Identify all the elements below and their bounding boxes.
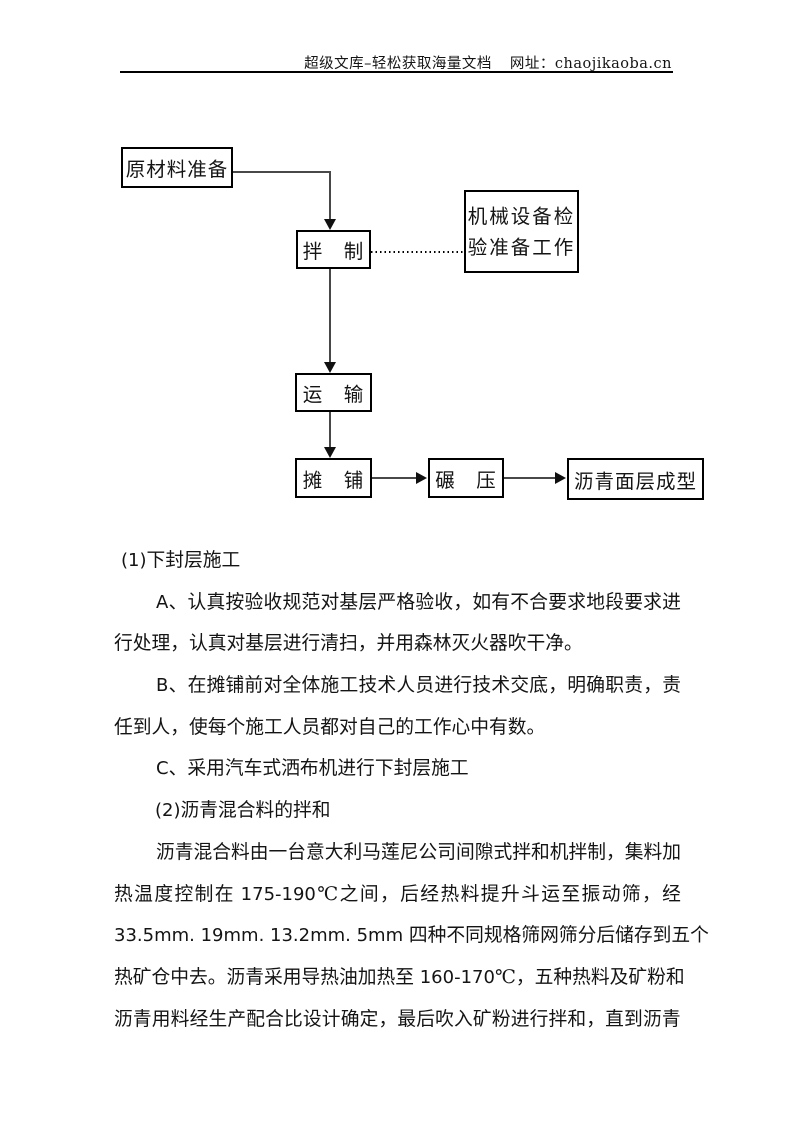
flow-node-forming: 沥青面层成型 [567, 458, 704, 500]
connector-raw-to-mixing-horizontal [233, 171, 331, 173]
text-line: C、采用汽车式洒布机进行下封层施工 [156, 758, 469, 780]
connector-mixing-to-transport [329, 269, 331, 362]
flow-node-paving-label: 摊 铺 [302, 468, 365, 492]
flow-node-mixing-label: 拌 制 [302, 240, 365, 263]
arrow-down-icon [324, 362, 336, 373]
header-url-label: 网址：chaojikaoba.cn [509, 56, 672, 72]
connector-mixing-to-equipment-dotted [371, 251, 464, 253]
flow-node-transport: 运 输 [295, 373, 372, 412]
text-line: B、在摊铺前对全体施工技术人员进行技术交底，明确职责，责 [156, 675, 681, 697]
connector-paving-to-rolling [372, 477, 416, 479]
connector-transport-to-paving [329, 412, 331, 447]
text-line: 沥青用料经生产配合比设计确定，最后吹入矿粉进行拌和，直到沥青 [114, 1008, 681, 1030]
text-line: 热矿仓中去。沥青采用导热油加热至 160-170℃，五种热料及矿粉和 [114, 966, 685, 988]
connector-rolling-to-forming [504, 477, 555, 479]
arrow-down-icon [324, 219, 336, 230]
flow-node-raw-material-label: 原材料准备 [125, 158, 229, 181]
text-line: (2)沥青混合料的拌和 [155, 800, 331, 822]
arrow-right-icon [555, 472, 566, 484]
text-line: 行处理，认真对基层进行清扫，并用森林灭火器吹干净。 [114, 633, 583, 655]
header-divider [120, 71, 673, 73]
flow-node-transport-label: 运 输 [302, 383, 365, 406]
body-text: (1)下封层施工 A、认真按验收规范对基层严格验收，如有不合要求地段要求进 行处… [114, 540, 709, 1040]
text-line: A、认真按验收规范对基层严格验收，如有不合要求地段要求进 [156, 591, 681, 613]
arrow-down-icon [324, 447, 336, 458]
flow-node-equipment-check-label-line2: 验准备工作 [467, 235, 576, 259]
flow-node-rolling: 碾 压 [428, 458, 504, 498]
text-line: 任到人，使每个施工人员都对自己的工作心中有数。 [114, 716, 546, 738]
page-header: 超级文库–轻松获取海量文档 网址：chaojikaoba.cn [114, 52, 672, 73]
flow-node-forming-label: 沥青面层成型 [573, 469, 697, 493]
flow-node-equipment-check-label-line1: 机械设备检 [467, 204, 576, 228]
flow-node-mixing: 拌 制 [296, 230, 371, 269]
flow-node-raw-material: 原材料准备 [121, 147, 233, 188]
text-line: (1)下封层施工 [121, 550, 241, 571]
flow-node-paving: 摊 铺 [295, 458, 372, 498]
flow-node-equipment-check: 机械设备检 验准备工作 [464, 190, 579, 273]
text-line: 33.5mm. 19mm. 13.2mm. 5mm 四种不同规格筛网筛分后储存到… [114, 925, 709, 947]
arrow-right-icon [416, 472, 427, 484]
text-line: 沥青混合料由一台意大利马莲尼公司间隙式拌和机拌制，集料加 [156, 841, 681, 863]
flow-node-rolling-label: 碾 压 [435, 468, 497, 492]
connector-raw-to-mixing-vertical [329, 171, 331, 219]
header-site-label: 超级文库–轻松获取海量文档 [304, 56, 492, 72]
